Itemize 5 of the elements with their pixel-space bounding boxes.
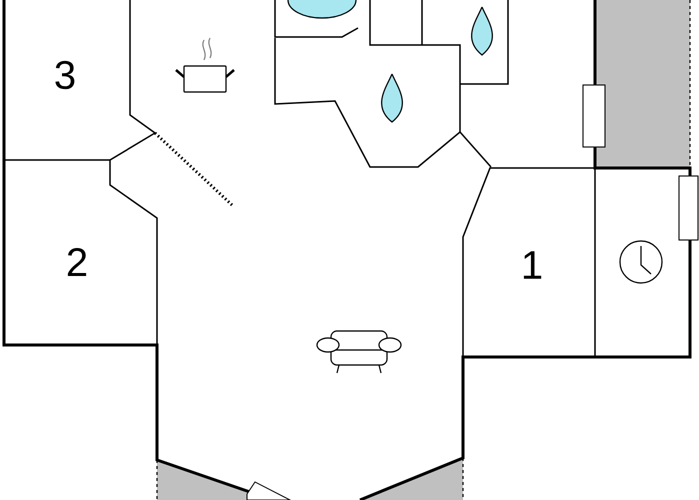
- room-number: 3: [55, 60, 74, 90]
- room-number: 1: [524, 251, 542, 279]
- terrace-area: [595, 0, 690, 168]
- terrace-area: [157, 460, 250, 500]
- room-number: 2: [68, 248, 86, 276]
